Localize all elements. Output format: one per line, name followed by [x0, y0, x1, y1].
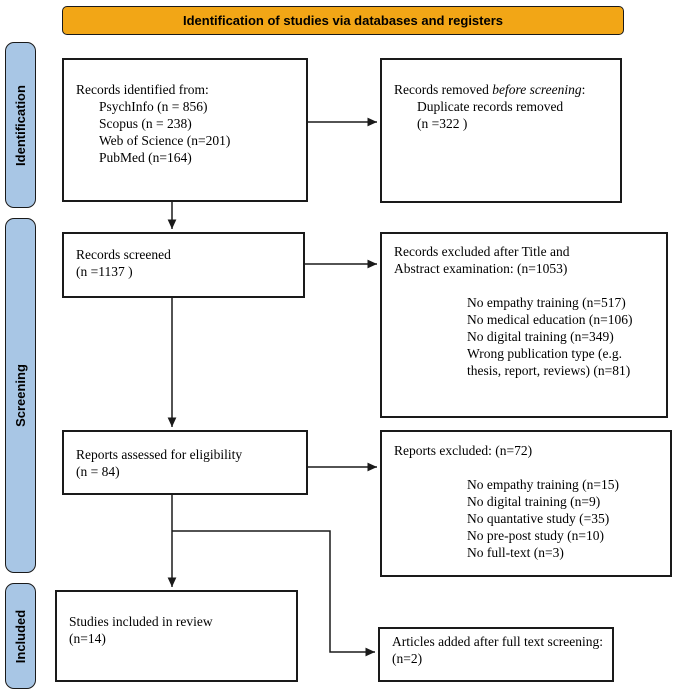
records-identified-item: Web of Science (n=201): [99, 133, 231, 148]
studies-included-line1: Studies included in review: [69, 614, 213, 629]
sidebar-included-label: Included: [13, 609, 29, 663]
box-records-removed: Records removed before screening: Duplic…: [380, 58, 622, 203]
records-removed-item: (n =322 ): [417, 116, 468, 131]
records-excluded-item: No digital training (n=349): [467, 329, 614, 344]
records-screened-line2: (n =1137 ): [76, 264, 133, 279]
studies-included-line2: (n=14): [69, 631, 106, 646]
records-identified-item: PsychInfo (n = 856): [99, 99, 208, 114]
records-excluded-title-line1: Records excluded after Title and: [394, 244, 570, 259]
box-records-identified: Records identified from: PsychInfo (n = …: [62, 58, 308, 202]
box-articles-added: Articles added after full text screening…: [378, 627, 614, 682]
spacer: [394, 277, 658, 294]
reports-assessed-line2: (n = 84): [76, 464, 120, 479]
sidebar-screening-label: Screening: [13, 364, 29, 427]
box-records-excluded: Records excluded after Title and Abstrac…: [380, 232, 668, 418]
box-reports-assessed: Reports assessed for eligibility (n = 84…: [62, 430, 308, 495]
records-identified-title: Records identified from:: [76, 82, 209, 97]
sidebar-identification: Identification: [5, 42, 36, 208]
records-excluded-title-line2: Abstract examination: (n=1053): [394, 261, 568, 276]
reports-assessed-line1: Reports assessed for eligibility: [76, 447, 243, 462]
reports-excluded-title: Reports excluded: (n=72): [394, 443, 533, 458]
records-identified-item: PubMed (n=164): [99, 150, 192, 165]
reports-excluded-item: No digital training (n=9): [467, 494, 601, 509]
box-records-screened: Records screened (n =1137 ): [62, 232, 305, 298]
records-excluded-item: No medical education (n=106): [467, 312, 633, 327]
banner-label: Identification of studies via databases …: [182, 13, 504, 28]
records-removed-item: Duplicate records removed: [417, 99, 564, 114]
sidebar-screening: Screening: [5, 218, 36, 573]
spacer: [394, 459, 662, 476]
records-removed-title: Records removed before screening:: [394, 82, 586, 97]
banner-identification-of-studies: Identification of studies via databases …: [62, 6, 624, 35]
reports-excluded-item: No full-text (n=3): [467, 545, 564, 560]
records-screened-line1: Records screened: [76, 247, 171, 262]
sidebar-included: Included: [5, 583, 36, 689]
records-excluded-item: No empathy training (n=517): [467, 295, 626, 310]
box-studies-included: Studies included in review (n=14): [55, 590, 298, 682]
records-excluded-item: Wrong publication type (e.g. thesis, rep…: [467, 346, 631, 378]
reports-excluded-item: No empathy training (n=15): [467, 477, 619, 492]
sidebar-identification-label: Identification: [13, 84, 29, 166]
articles-added-text: Articles added after full text screening…: [392, 634, 604, 666]
reports-excluded-item: No quantative study (=35): [467, 511, 610, 526]
records-identified-item: Scopus (n = 238): [99, 116, 192, 131]
reports-excluded-item: No pre-post study (n=10): [467, 528, 604, 543]
box-reports-excluded: Reports excluded: (n=72) No empathy trai…: [380, 430, 672, 577]
